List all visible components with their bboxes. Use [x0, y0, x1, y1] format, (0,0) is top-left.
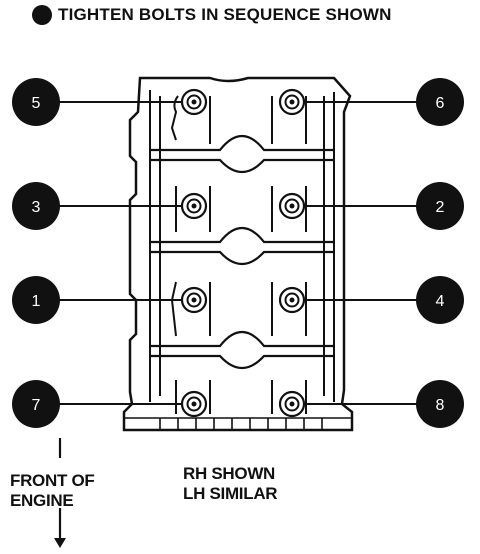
- bolt-bosses: [170, 95, 307, 414]
- callout-number-3: 3: [32, 199, 41, 216]
- bolt-8: [278, 390, 306, 418]
- front-arrow-icon: [54, 438, 66, 548]
- callout-bubble-7: [12, 380, 60, 428]
- bolt-2: [278, 192, 306, 220]
- rh-shown-note: RH SHOWN LH SIMILAR: [183, 464, 278, 503]
- callout-number-8: 8: [436, 397, 445, 414]
- callout-number-1: 1: [32, 293, 41, 310]
- bolt-7: [180, 390, 208, 418]
- callout-number-2: 2: [436, 199, 445, 216]
- gasket-edge: [124, 417, 352, 430]
- bolt-5: [180, 88, 208, 116]
- bolt-6: [278, 88, 306, 116]
- head-outline: [122, 76, 354, 432]
- callout-number-4: 4: [436, 293, 445, 310]
- heading-bullet-icon: [32, 5, 52, 25]
- callout-bubble-5: [12, 78, 60, 126]
- callout-number-5: 5: [32, 95, 41, 112]
- diagram-heading: TIGHTEN BOLTS IN SEQUENCE SHOWN: [32, 4, 392, 26]
- callout-bubble-6: [416, 78, 464, 126]
- heading-text: TIGHTEN BOLTS IN SEQUENCE SHOWN: [58, 5, 392, 24]
- bolt-4: [278, 286, 306, 314]
- callout-bubble-1: [12, 276, 60, 324]
- bolt-1: [180, 286, 208, 314]
- callout-bubble-3: [12, 182, 60, 230]
- front-of-engine-label: FRONT OF ENGINE: [10, 471, 95, 510]
- callout-group: 5 6 3 2 1 4 7 8: [12, 78, 464, 428]
- callout-bubble-2: [416, 182, 464, 230]
- callout-bubble-4: [416, 276, 464, 324]
- journal-separators: [150, 134, 334, 370]
- callout-number-6: 6: [436, 95, 445, 112]
- bolt-3: [180, 192, 208, 220]
- callout-number-7: 7: [32, 397, 41, 414]
- callout-bubble-8: [416, 380, 464, 428]
